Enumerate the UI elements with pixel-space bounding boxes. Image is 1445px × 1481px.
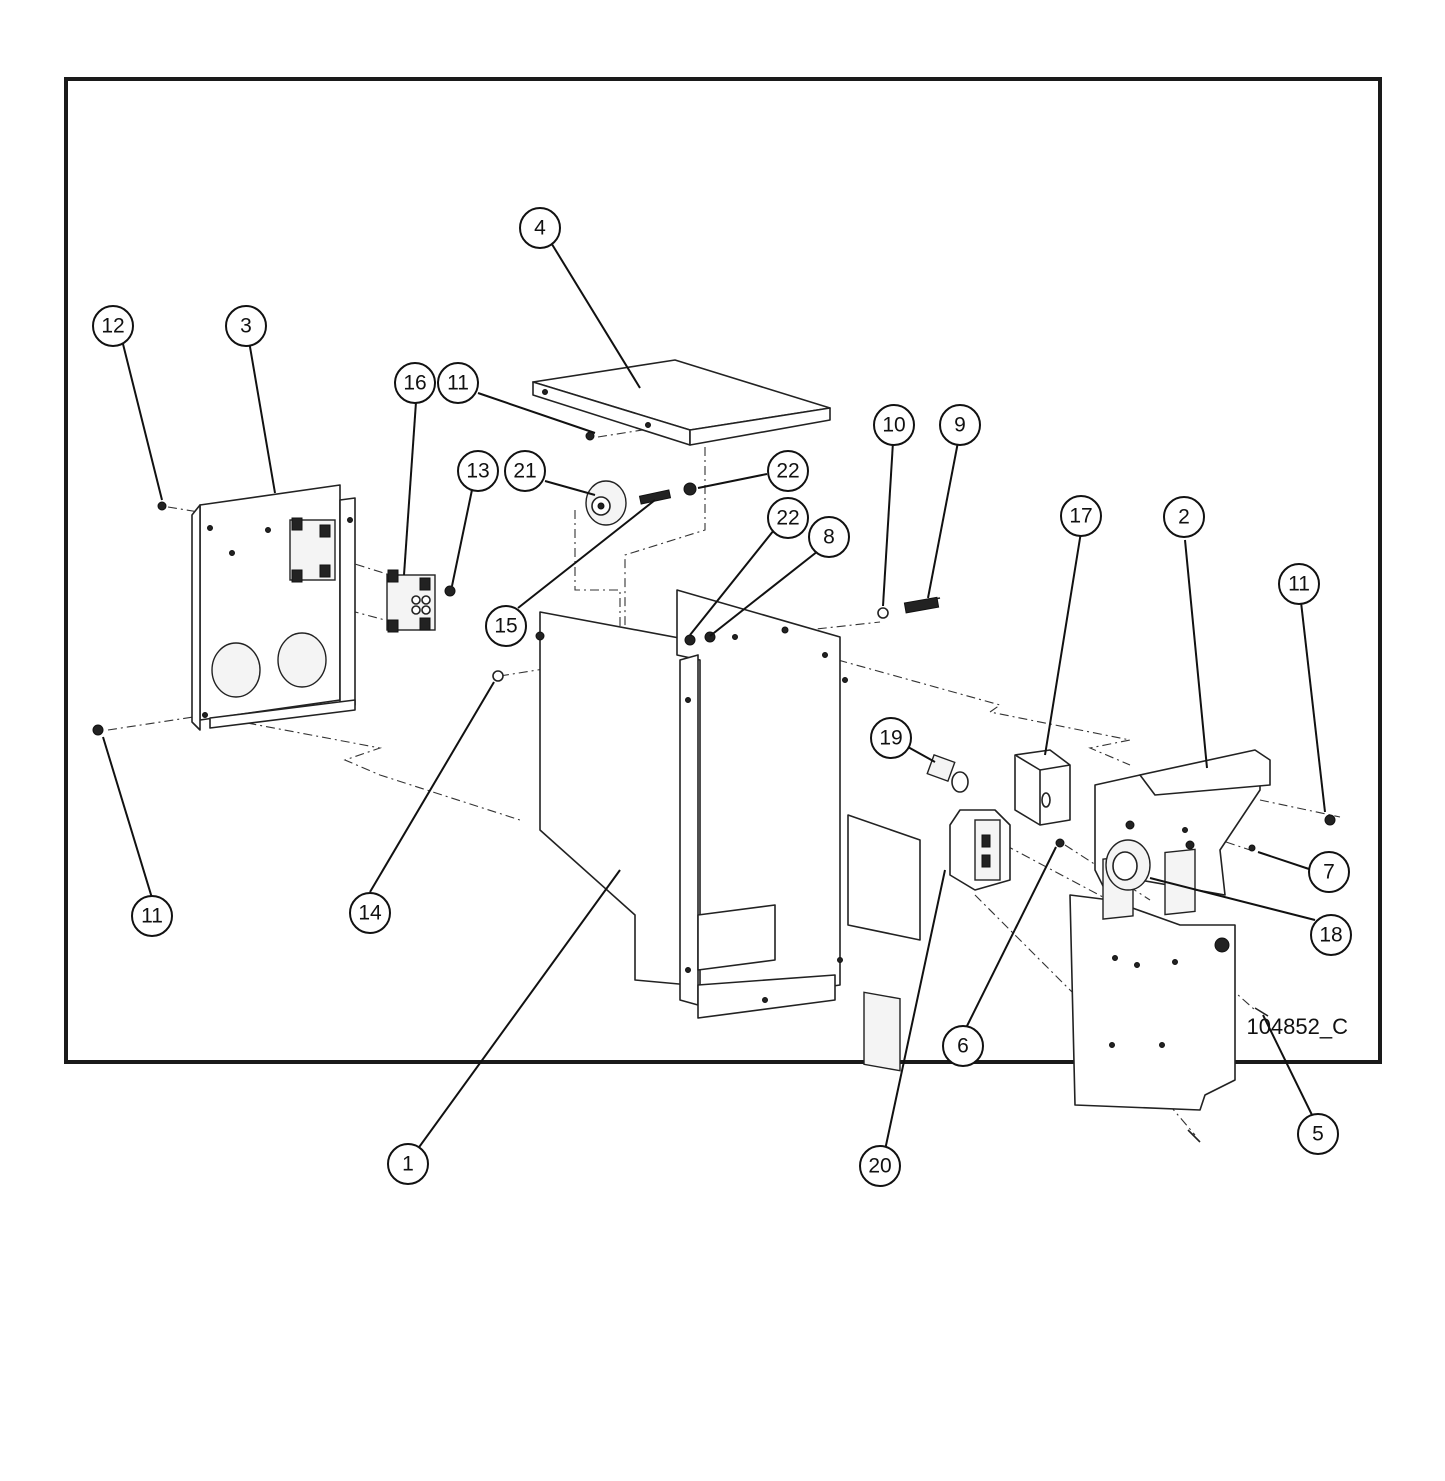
callout-balloon: 10 — [873, 404, 915, 446]
callout-balloon: 11 — [437, 362, 479, 404]
callout-label: 18 — [1319, 924, 1342, 947]
callout-label: 11 — [447, 372, 469, 395]
callout-balloon: 21 — [504, 450, 546, 492]
callout-label: 5 — [1312, 1123, 1324, 1146]
callout-balloons: 1 2 3 4 5 6 7 8 9 10 11 11 11 12 13 14 1… — [92, 207, 1352, 1187]
callout-balloon: 13 — [457, 450, 499, 492]
part-left-panel — [191, 484, 356, 731]
part-right-panel — [1069, 749, 1271, 1111]
callout-label: 3 — [240, 315, 252, 338]
part-main-enclosure — [535, 589, 921, 1072]
callout-balloon: 16 — [394, 362, 436, 404]
callout-balloon: 9 — [939, 404, 981, 446]
part-terminal-block — [386, 569, 436, 633]
callout-label: 1 — [402, 1153, 414, 1176]
callout-label: 12 — [101, 315, 124, 338]
callout-label: 6 — [957, 1035, 969, 1058]
callout-label: 19 — [879, 727, 902, 750]
part-top-cover — [532, 359, 831, 446]
part-circuit-breaker — [1014, 749, 1071, 826]
callout-balloon: 11 — [131, 895, 173, 937]
callout-label: 14 — [358, 902, 382, 925]
leader-lines — [102, 240, 1326, 1151]
callout-label: 8 — [823, 526, 835, 549]
callout-balloon: 19 — [870, 717, 912, 759]
callout-label: 10 — [882, 414, 905, 437]
callout-balloon: 7 — [1308, 851, 1350, 893]
callout-label: 11 — [1288, 573, 1310, 596]
callout-balloon: 22 — [767, 497, 809, 539]
callout-label: 16 — [403, 372, 426, 395]
callout-balloon: 22 — [767, 450, 809, 492]
callout-label: 22 — [776, 507, 799, 530]
callout-label: 21 — [513, 460, 536, 483]
callout-balloon: 2 — [1163, 496, 1205, 538]
callout-balloon: 3 — [225, 305, 267, 347]
callout-balloon: 20 — [859, 1145, 901, 1187]
callout-label: 7 — [1323, 861, 1335, 884]
part-gfci-receptacle — [949, 809, 1011, 891]
part-bushing-stud — [585, 480, 697, 526]
callout-label: 11 — [141, 905, 163, 928]
callout-label: 15 — [494, 615, 517, 638]
callout-balloon: 1 — [387, 1143, 429, 1185]
callout-label: 20 — [868, 1155, 891, 1178]
callout-label: 2 — [1178, 506, 1190, 529]
callout-balloon: 4 — [519, 207, 561, 249]
callout-balloon: 14 — [349, 892, 391, 934]
callout-balloon: 8 — [808, 516, 850, 558]
callout-label: 4 — [534, 217, 546, 240]
callout-balloon: 17 — [1060, 495, 1102, 537]
hardware-fasteners — [92, 431, 1336, 1143]
callout-balloon: 11 — [1278, 563, 1320, 605]
callout-label: 9 — [954, 414, 966, 437]
callout-balloon: 12 — [92, 305, 134, 347]
callout-balloon: 6 — [942, 1025, 984, 1067]
callout-label: 17 — [1069, 505, 1092, 528]
callout-label: 13 — [466, 460, 489, 483]
callout-balloon: 18 — [1310, 914, 1352, 956]
drawing-frame — [64, 77, 1382, 1064]
drawing-number: 104852_C — [1246, 1014, 1348, 1039]
callout-balloon: 5 — [1297, 1113, 1339, 1155]
callout-label: 22 — [776, 460, 799, 483]
callout-balloon: 15 — [485, 605, 527, 647]
